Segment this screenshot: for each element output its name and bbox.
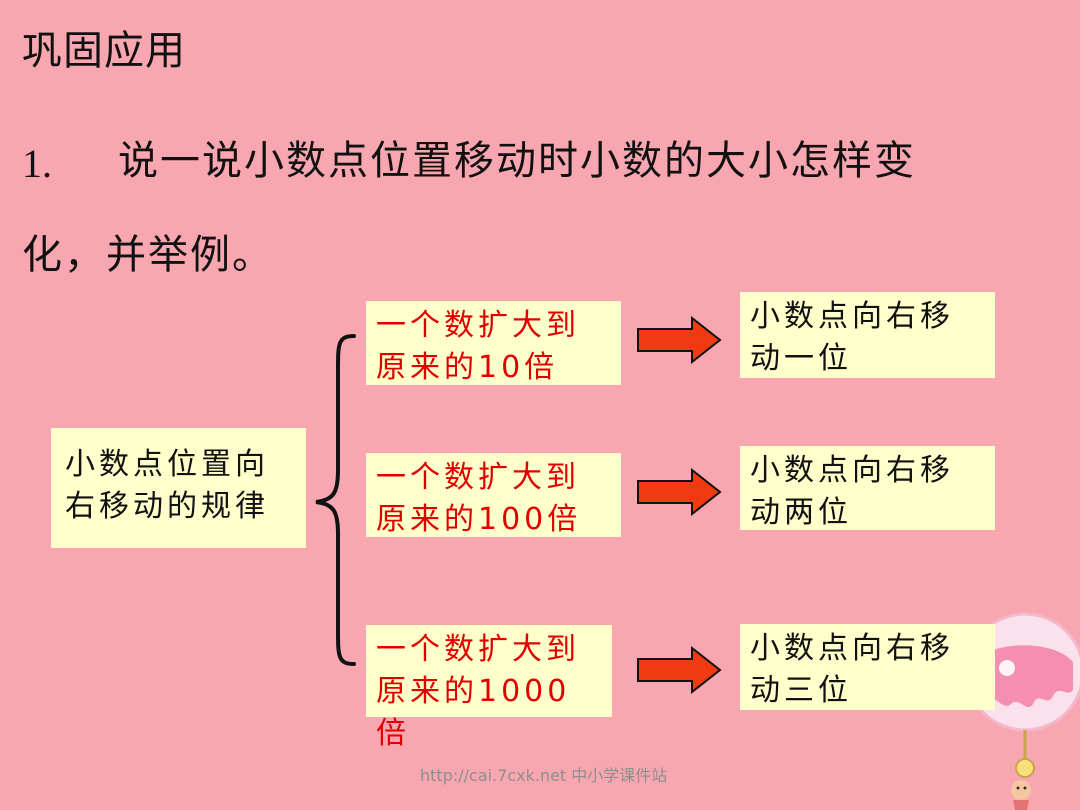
question-text-line1: 说一说小数点位置移动时小数的大小怎样变: [118, 138, 916, 184]
question-text-line2: 化，并举例。: [22, 232, 274, 278]
result-box-1: 小数点向右移 动一位: [740, 292, 995, 378]
result-3-line2: 动三位: [750, 673, 852, 708]
result-2-line1: 小数点向右移: [750, 453, 954, 488]
condition-1-line1: 一个数扩大到: [376, 308, 580, 343]
result-box-3: 小数点向右移 动三位: [740, 624, 995, 710]
condition-2-line2: 原来的100倍: [376, 502, 582, 537]
rule-line2: 右移动的规律: [65, 489, 269, 524]
result-2-line2: 动两位: [750, 495, 852, 530]
rule-line1: 小数点位置向: [65, 447, 269, 482]
result-box-2: 小数点向右移 动两位: [740, 446, 995, 530]
result-1-line2: 动一位: [750, 341, 852, 376]
question-number: 1.: [22, 141, 52, 186]
condition-box-1: 一个数扩大到 原来的10倍: [366, 301, 621, 385]
right-arrow-icon: [637, 468, 722, 516]
slide-heading: 巩固应用: [22, 28, 186, 74]
condition-2-line1: 一个数扩大到: [376, 460, 580, 495]
right-arrow-icon: [637, 316, 722, 364]
condition-box-3: 一个数扩大到 原来的1000倍: [366, 625, 612, 751]
footer-watermark: http://cai.7cxk.net 中小学课件站: [420, 766, 668, 785]
condition-3-line2: 原来的1000倍: [376, 674, 571, 751]
balloon-decoration-icon: [965, 612, 1080, 810]
right-arrow-icon: [637, 646, 722, 694]
condition-3-line1: 一个数扩大到: [376, 632, 580, 667]
result-1-line1: 小数点向右移: [750, 299, 954, 334]
condition-1-line2: 原来的10倍: [376, 350, 559, 385]
result-3-line1: 小数点向右移: [750, 631, 954, 666]
condition-box-2: 一个数扩大到 原来的100倍: [366, 453, 621, 537]
rule-box: 小数点位置向 右移动的规律: [51, 428, 306, 548]
curly-brace-icon: [315, 334, 356, 666]
